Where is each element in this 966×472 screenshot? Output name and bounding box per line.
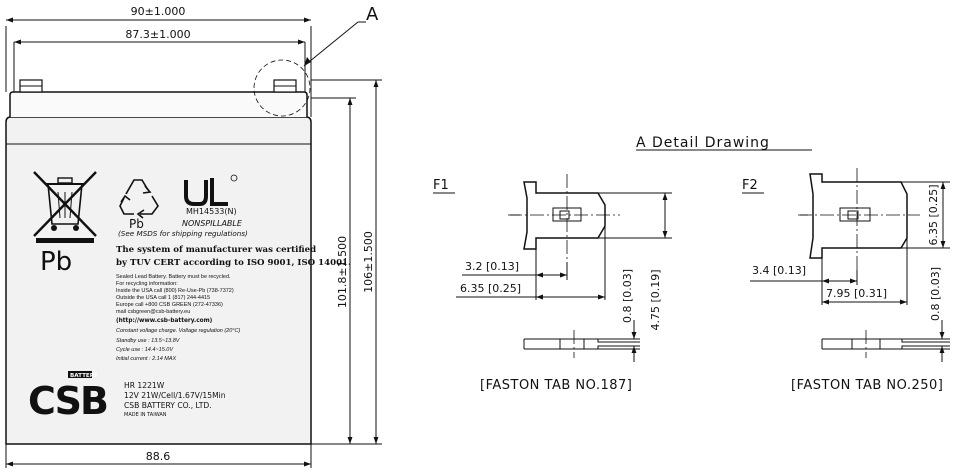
- nonspillable: NONSPILLABLE: [182, 219, 243, 228]
- ul-recognized-icon: [184, 174, 238, 206]
- csb-logo: BATTERY CSB: [28, 371, 109, 423]
- f1-dim-d: 4.75 [0.19]: [649, 269, 662, 330]
- f1-label: F1: [433, 178, 449, 193]
- f1-dim-b: 6.35 [0.25]: [460, 282, 521, 295]
- website: (http://www.csb-battery.com): [116, 318, 213, 324]
- recycle-line: Europe call +800 CSB GREEN (272-47336): [116, 302, 223, 308]
- detail-circle: [253, 59, 311, 117]
- detail-marker: A: [366, 4, 379, 25]
- brand-logo: CSB: [28, 379, 107, 423]
- battery-label: Pb Pb MH14533(N) NONSPILLABLE (See MSDS …: [28, 171, 351, 423]
- pb-small: Pb: [129, 217, 144, 231]
- charge-line: Cycle use : 14.4~15.0V: [116, 347, 174, 353]
- company: CSB BATTERY CO., LTD.: [124, 401, 212, 410]
- crossed-bin-icon: [33, 171, 97, 243]
- f1-tab-outline: [523, 181, 606, 250]
- f1-caption: [FASTON TAB NO.187]: [480, 378, 632, 393]
- model: HR 1221W: [124, 381, 165, 390]
- f2-dim-b: 7.95 [0.31]: [826, 287, 887, 300]
- charge-line: Standby use : 13.5~13.8V: [116, 338, 181, 344]
- origin: MADE IN TAIWAN: [124, 412, 167, 418]
- f2-tab-profile: [821, 338, 950, 350]
- dim-height-total: 106±1.500: [362, 231, 375, 293]
- f2-dim-a: 3.4 [0.13]: [752, 264, 806, 277]
- f2-caption: [FASTON TAB NO.250]: [791, 378, 943, 393]
- brand-tag: BATTERY: [70, 373, 99, 379]
- detail-leader: [303, 21, 359, 67]
- msds-note: (See MSDS for shipping regulations): [118, 229, 248, 238]
- battery-front-view: A 90±1.000 87.3±1.000 88.6 101.8±1.500 1…: [5, 4, 382, 468]
- f1-dim-c: 0.8 [0.03]: [621, 269, 634, 323]
- recycle-line: For recycling information:: [116, 281, 178, 287]
- f2-dim-c: 0.8 [0.03]: [929, 267, 942, 321]
- dim-width-bottom: 88.6: [146, 450, 171, 463]
- f1-dim-a: 3.2 [0.13]: [465, 260, 519, 273]
- dim-width-outer: 90±1.000: [131, 5, 186, 18]
- recycle-line: Outside the USA call 1 (817) 244-4415: [116, 295, 210, 301]
- f2-label: F2: [742, 178, 758, 193]
- cert-line-2: by TUV CERT according to ISO 9001, ISO 1…: [116, 258, 351, 268]
- pb-big: Pb: [40, 247, 72, 277]
- dim-height-body: 101.8±1.500: [336, 236, 349, 308]
- f2-dim-d: 6.35 [0.25]: [927, 184, 940, 245]
- recycle-line: mail csbgreen@csb-battery.eu: [116, 309, 190, 315]
- cert-line-1: The system of manufacturer was certified: [116, 245, 316, 255]
- recycle-icon: [119, 179, 159, 219]
- recycle-line: Sealed Lead Battery. Battery must be rec…: [116, 274, 231, 280]
- recycle-line: Inside the USA call (800) Re-Use-Pb (738…: [116, 288, 234, 294]
- faston-tab-187: F1 4.75 [0.19] 3.2 [0.13] 6.35 [0.25] 0.…: [433, 174, 672, 393]
- detail-title: A Detail Drawing: [636, 135, 770, 151]
- spec: 12V 21W/Cell/1.67V/15Min: [124, 391, 226, 400]
- charge-line: Constant voltage charge. Voltage regulat…: [116, 328, 240, 334]
- faston-tab-250: F2 6.35 [0.25] 3.4 [0.13] 7.95 [0.31] 0.…: [742, 168, 950, 393]
- battery-lid: [9, 91, 308, 117]
- ul-code: MH14533(N): [186, 207, 237, 216]
- dim-width-terminals: 87.3±1.000: [125, 28, 190, 41]
- charge-line: Initial current : 2.14 MAX: [116, 356, 177, 362]
- f1-tab-profile: [523, 338, 640, 350]
